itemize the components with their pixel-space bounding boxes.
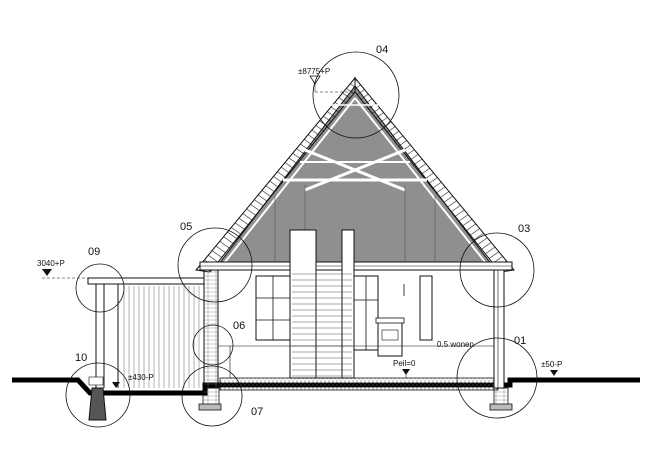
detail-label-07: 07 — [251, 406, 263, 418]
level-marker-floor: Peil=0 — [393, 359, 416, 378]
detail-label-01: 01 — [514, 335, 526, 347]
room-label: 0.5 wonen — [437, 340, 474, 349]
window-mid — [353, 275, 379, 351]
detail-circle-04[interactable] — [312, 51, 400, 139]
ceiling-beam — [199, 261, 513, 271]
detail-label-06: 06 — [233, 320, 245, 332]
level-grade-left-text: ±430-P — [128, 373, 154, 382]
detail-label-03: 03 — [518, 223, 530, 235]
detail-circle-06[interactable] — [192, 324, 234, 366]
detail-circle-03[interactable] — [459, 232, 535, 308]
detail-circle-01[interactable] — [456, 337, 538, 419]
detail-label-10: 10 — [75, 352, 87, 364]
window-left — [255, 275, 291, 341]
shed-structure — [87, 277, 205, 388]
detail-circle-05[interactable] — [177, 227, 253, 303]
exterior-walls — [203, 269, 505, 389]
level-marker-grade-right: ±50-P — [541, 360, 562, 376]
level-ridge-text: ±8775+P — [298, 67, 330, 76]
level-floor-text: Peil=0 — [393, 359, 416, 368]
level-marker-ridge: ±8775+P — [298, 67, 355, 93]
detail-circle-09[interactable] — [75, 263, 125, 313]
floor-slab — [198, 377, 513, 411]
stove — [375, 317, 405, 357]
interior-panels — [218, 284, 494, 378]
level-shed-text: 3040+P — [37, 259, 65, 268]
detail-label-05: 05 — [180, 221, 192, 233]
stair-treads — [292, 273, 352, 377]
detail-circle-07[interactable] — [181, 365, 243, 427]
window-right — [419, 275, 433, 341]
roof-gable — [195, 76, 515, 273]
detail-circle-10[interactable] — [65, 362, 131, 428]
level-grade-right-text: ±50-P — [541, 360, 562, 369]
detail-label-09: 09 — [88, 246, 100, 258]
detail-label-04: 04 — [376, 44, 388, 56]
level-marker-grade-left: ±430-P — [112, 373, 154, 388]
footing-10 — [88, 376, 107, 421]
level-marker-shed: 3040+P — [37, 259, 90, 279]
